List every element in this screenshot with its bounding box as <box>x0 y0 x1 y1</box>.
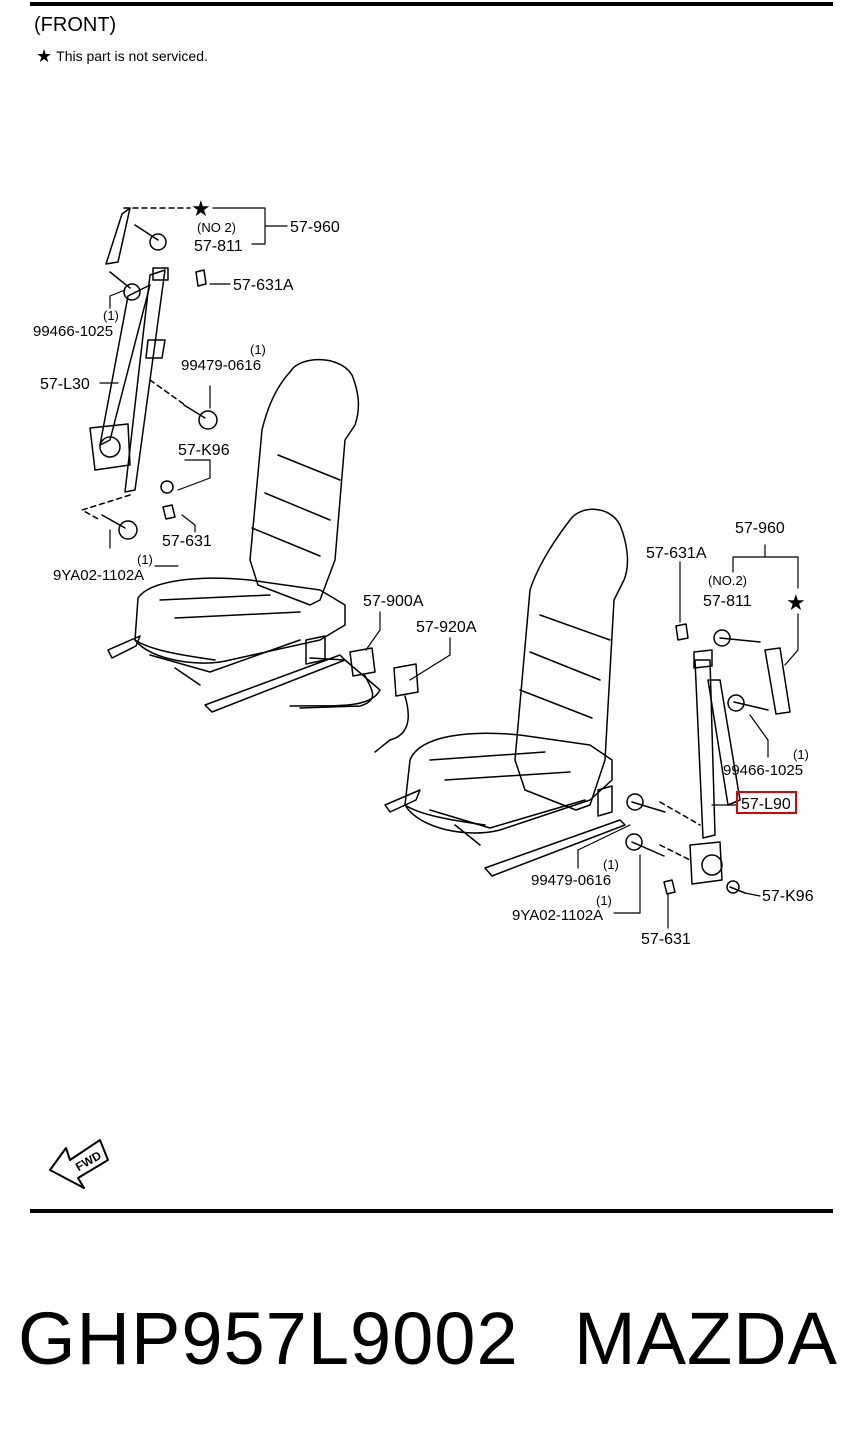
buckle-assemblies <box>299 647 419 753</box>
label-right-99466: 99466-1025 <box>723 762 803 779</box>
fwd-arrow-icon: FWD <box>49 1139 109 1189</box>
label-right-9YA02-qty: (1) <box>596 893 612 908</box>
fwd-label: FWD <box>73 1148 104 1174</box>
label-left-57-811: 57-811 <box>194 238 243 255</box>
bottom-rule <box>30 1209 833 1213</box>
label-right-9YA02: 9YA02-1102A <box>512 907 603 924</box>
part-number-caption: GHP957L9002 <box>18 1297 519 1380</box>
label-right-57-811: 57-811 <box>703 593 752 610</box>
star-icon-right: ★ <box>786 590 806 615</box>
label-left-57-K96: 57-K96 <box>178 442 230 459</box>
star-icon: ★ <box>36 46 53 66</box>
highlight-box <box>736 791 797 814</box>
brand-caption: MAZDA <box>574 1297 838 1380</box>
label-left-99479: 99479-0616 <box>181 357 261 374</box>
label-57-920A: 57-920A <box>416 619 477 636</box>
right-seat-drawing <box>384 508 629 877</box>
label-right-99466-qty: (1) <box>793 747 809 762</box>
label-left-57-960: 57-960 <box>290 219 340 236</box>
label-left-99466-qty: (1) <box>103 308 119 323</box>
label-right-57-631: 57-631 <box>641 931 691 948</box>
leader-lines <box>99 207 799 929</box>
label-left-99466: 99466-1025 <box>33 323 113 340</box>
diagram-title: (FRONT) <box>34 14 117 36</box>
right-belt-assembly <box>625 623 791 895</box>
label-right-57-960: 57-960 <box>735 520 785 537</box>
label-57-900A: 57-900A <box>363 593 424 610</box>
legend-text: This part is not serviced. <box>56 48 208 64</box>
label-left-no2: (NO 2) <box>197 220 236 235</box>
left-seat-drawing <box>107 358 381 713</box>
label-left-9YA02: 9YA02-1102A <box>53 567 144 584</box>
label-left-99479-qty: (1) <box>250 342 266 357</box>
label-right-57-631A: 57-631A <box>646 545 707 562</box>
label-left-57-631: 57-631 <box>162 533 212 550</box>
label-right-57-L90: 57-L90 <box>741 796 791 813</box>
top-rule <box>30 2 833 6</box>
label-right-57-K96: 57-K96 <box>762 888 814 905</box>
label-left-57-631A: 57-631A <box>233 277 294 294</box>
legend-note: ★ This part is not serviced. <box>36 46 208 66</box>
label-right-99479: 99479-0616 <box>531 872 611 889</box>
left-belt-assembly <box>81 207 218 540</box>
label-right-99479-qty: (1) <box>603 857 619 872</box>
star-icon-left: ★ <box>191 196 211 221</box>
label-left-9YA02-qty: (1) <box>137 552 153 567</box>
label-left-57-L30: 57-L30 <box>40 376 90 393</box>
label-right-no2: (NO.2) <box>708 573 747 588</box>
